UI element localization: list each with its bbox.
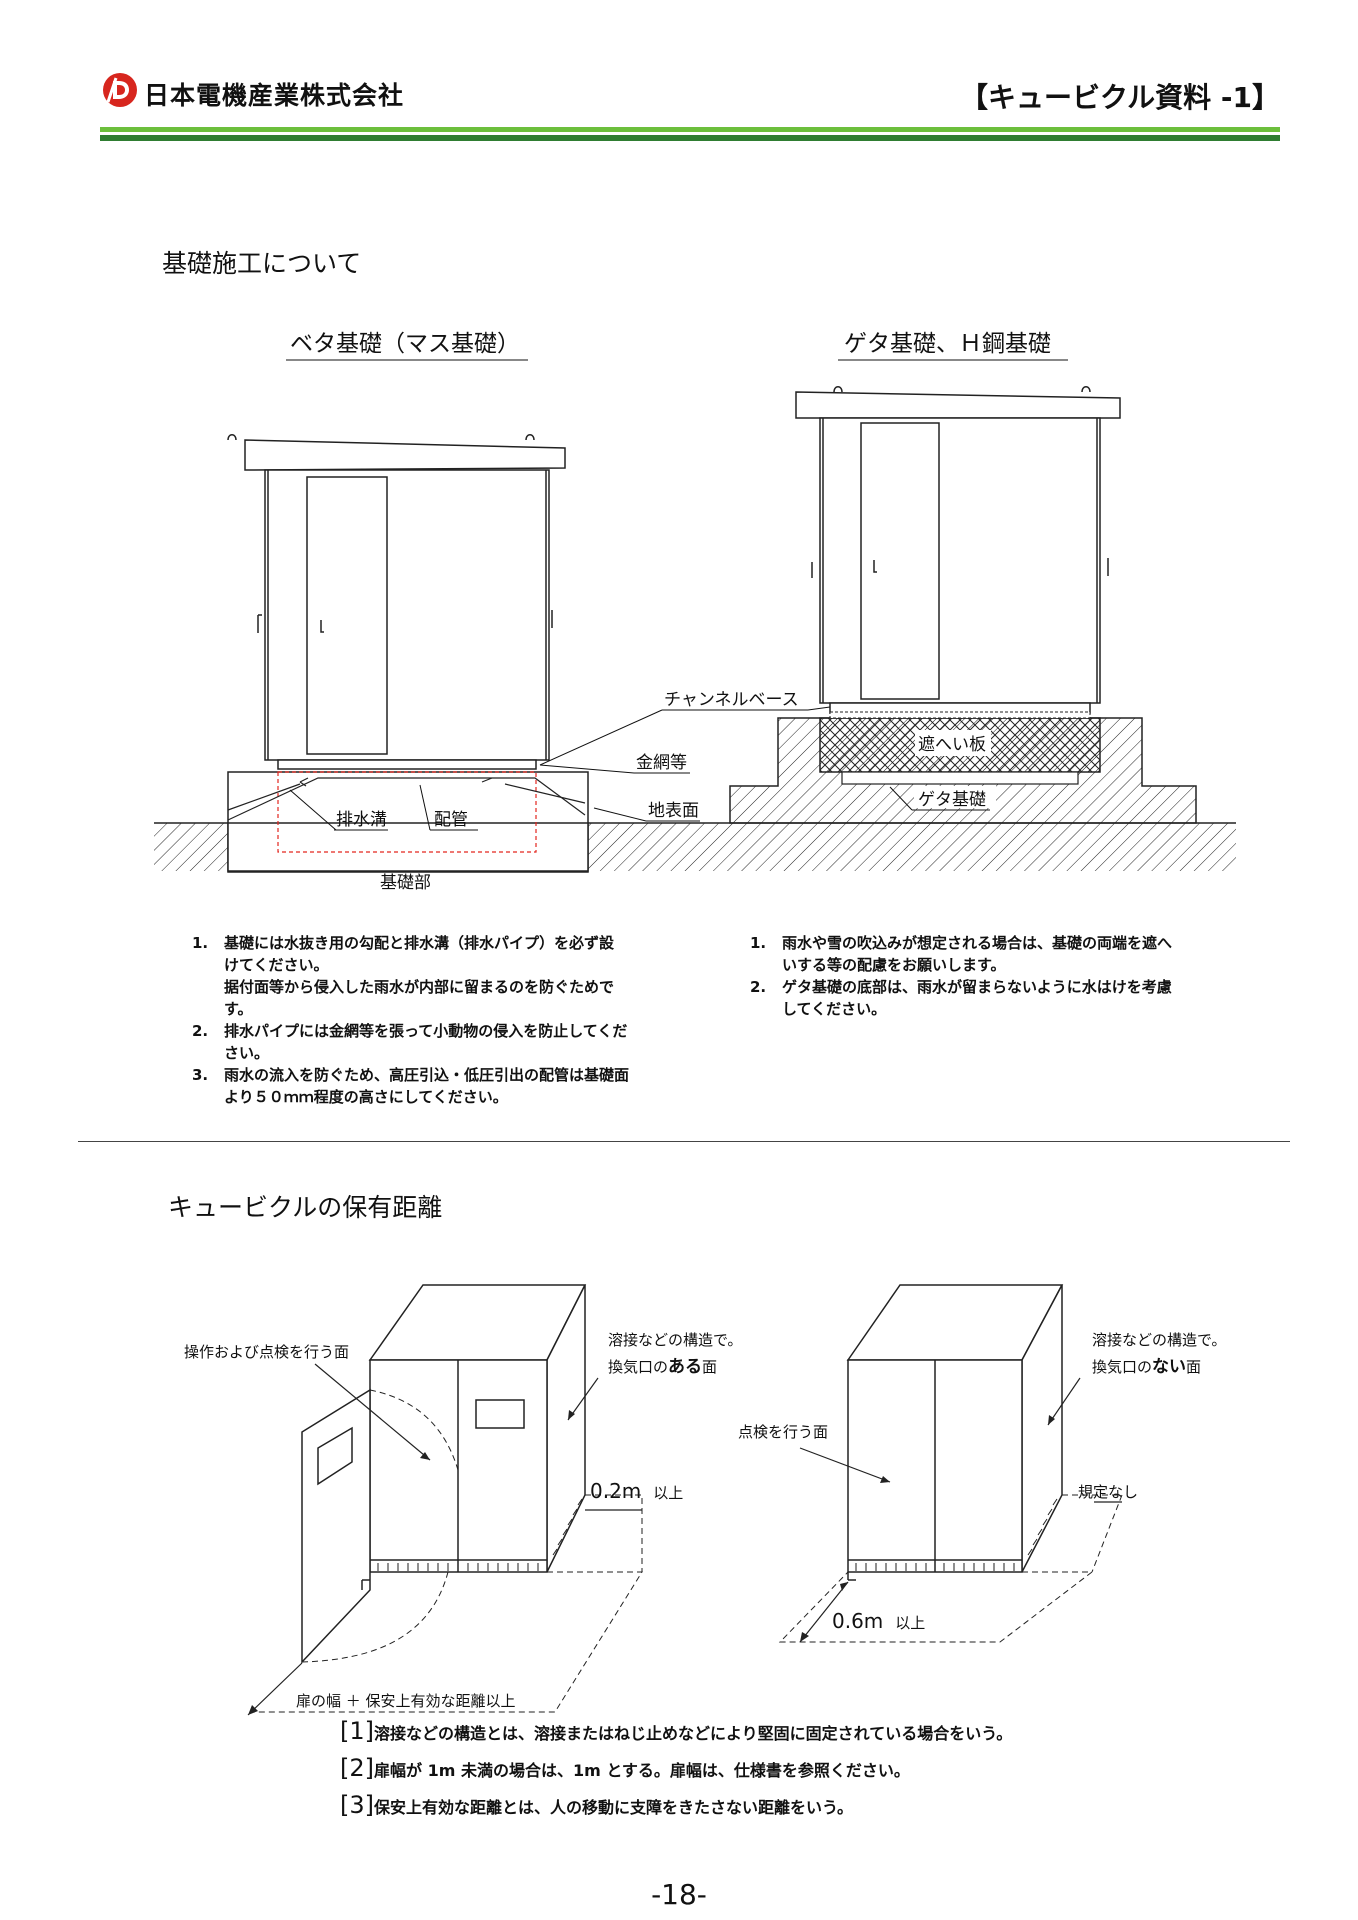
foundation-diagrams: ベタ基礎（マス基礎） 排水溝 配管 基礎部 金網等 地表面 ゲタ [154, 331, 1236, 893]
label-no-requirement: 規定なし [1078, 1483, 1138, 1501]
footnotes: [1]溶接などの構造とは、溶接またはねじ止めなどにより堅固に固定されている場合を… [340, 1714, 1012, 1825]
header-rule-dark [100, 135, 1280, 141]
cubicle-right [795, 386, 1121, 714]
label-drain-ditch: 排水溝 [336, 810, 387, 830]
company-logo: 日本電機産業株式会社 [102, 70, 462, 112]
foundation-notes-right: 1.雨水や雪の吹込みが想定される場合は、基礎の両端を遮へ いする等の配慮をお願い… [750, 932, 1180, 1020]
footnote-item: [3]保安上有効な距離とは、人の移動に支障をきたさない距離をいう。 [340, 1791, 854, 1819]
clearance-zone-left [250, 1389, 643, 1713]
nihon-denki-sangyo-logo [103, 73, 137, 107]
section-foundation-heading: 基礎施工について [162, 249, 362, 278]
label-inspection-face: 点検を行う面 [738, 1423, 828, 1441]
label-geta-foundation: ゲタ基礎 [918, 790, 986, 810]
note-item: 1.雨水や雪の吹込みが想定される場合は、基礎の両端を遮へ いする等の配慮をお願い… [750, 934, 1173, 974]
note-item: 2.排水パイプには金網等を張って小動物の侵入を防止してくだ さい。 [192, 1022, 628, 1062]
cubicle-clearance-left [301, 1284, 587, 1664]
label-piping: 配管 [434, 810, 468, 830]
label-welded-vent-line1: 溶接などの構造で。 [608, 1331, 742, 1349]
cubicle-left [227, 434, 566, 770]
section-divider [78, 1141, 1290, 1142]
footnote-item: [2]扉幅が 1m 未満の場合は、1m とする。扉幅は、仕様書を参照ください。 [340, 1754, 910, 1782]
mass-foundation-title: ベタ基礎（マス基礎） [290, 331, 520, 357]
label-welded-line2-right: 換気口のない面 [1092, 1357, 1201, 1377]
footnote-item: [1]溶接などの構造とは、溶接またはねじ止めなどにより堅固に固定されている場合を… [340, 1717, 1013, 1745]
cubicle-clearance-right [846, 1284, 1064, 1581]
geta-foundation-title: ゲタ基礎、Ｈ鋼基礎 [844, 331, 1051, 357]
label-welded-vent-line2: 換気口のある面 [608, 1357, 717, 1377]
label-shield-plate: 遮へい板 [918, 735, 986, 755]
label-welded-line1-right: 溶接などの構造で。 [1092, 1331, 1226, 1349]
foundation-notes-left: 1.基礎には水抜き用の勾配と排水溝（排水パイプ）を必ず設 けてください。 据付面… [192, 932, 632, 1108]
section-clearance-heading: キュービクルの保有距離 [168, 1193, 443, 1222]
note-item: 1.基礎には水抜き用の勾配と排水溝（排水パイプ）を必ず設 けてください。 据付面… [192, 934, 615, 1018]
label-wire-mesh: 金網等 [636, 753, 687, 773]
label-front-distance-left: 扉の幅 ＋ 保安上有効な距離以上 [296, 1692, 516, 1710]
label-channel-base: チャンネルベース [664, 690, 799, 710]
label-operation-face: 操作および点検を行う面 [184, 1343, 349, 1361]
note-item: 2.ゲタ基礎の底部は、雨水が留まらないように水はけを考慮 してください。 [750, 978, 1172, 1018]
ventilation-ticks-left [377, 1498, 583, 1571]
document-label: 【キュービクル資料 -1】 [959, 81, 1280, 114]
page-number: -18- [651, 1878, 707, 1911]
mass-foundation-block [154, 771, 1236, 873]
company-name: 日本電機産業株式会社 [144, 81, 405, 110]
note-item: 3.雨水の流入を防ぐため、高圧引込・低圧引出の配管は基礎面 より５０ｍｍ程度の高… [192, 1066, 630, 1106]
header-rule-light [100, 127, 1280, 132]
clearance-zone-right [778, 1494, 1123, 1643]
ventilation-ticks-right [855, 1498, 1058, 1571]
label-foundation: 基礎部 [380, 873, 431, 893]
geta-foundation-block [729, 711, 1197, 824]
label-ground-surface: 地表面 [648, 801, 699, 821]
